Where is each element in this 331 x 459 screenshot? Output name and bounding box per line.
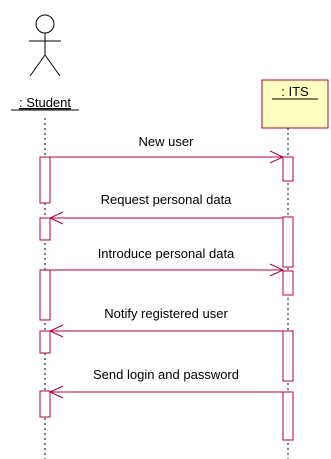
message-introduce-personal-data: Introduce personal data bbox=[50, 246, 285, 277]
actor-activation bbox=[39, 390, 51, 418]
actor-activation bbox=[39, 269, 51, 321]
actor-activation bbox=[39, 217, 51, 241]
system-activation bbox=[282, 216, 294, 268]
student-actor-icon bbox=[29, 14, 61, 77]
system-activation bbox=[282, 156, 294, 182]
message-label: Request personal data bbox=[101, 192, 233, 207]
system-activation bbox=[282, 391, 294, 441]
message-label: Introduce personal data bbox=[98, 246, 235, 261]
actor-activation bbox=[39, 156, 51, 204]
actor-activation bbox=[39, 330, 51, 354]
message-new-user: New user bbox=[50, 134, 285, 164]
message-request-personal-data: Request personal data bbox=[48, 192, 283, 225]
message-notify-registered-user: Notify registered user bbox=[48, 306, 283, 338]
message-label: Notify registered user bbox=[104, 306, 228, 321]
system-object-box bbox=[261, 79, 329, 129]
message-label: New user bbox=[139, 134, 195, 149]
message-label: Send login and password bbox=[93, 367, 239, 382]
actor-label: : Student bbox=[19, 95, 71, 110]
system-activation bbox=[282, 270, 294, 296]
system-label: : ITS bbox=[281, 84, 309, 99]
message-send-login-and-password: Send login and password bbox=[48, 367, 283, 399]
system-activation bbox=[282, 330, 294, 382]
